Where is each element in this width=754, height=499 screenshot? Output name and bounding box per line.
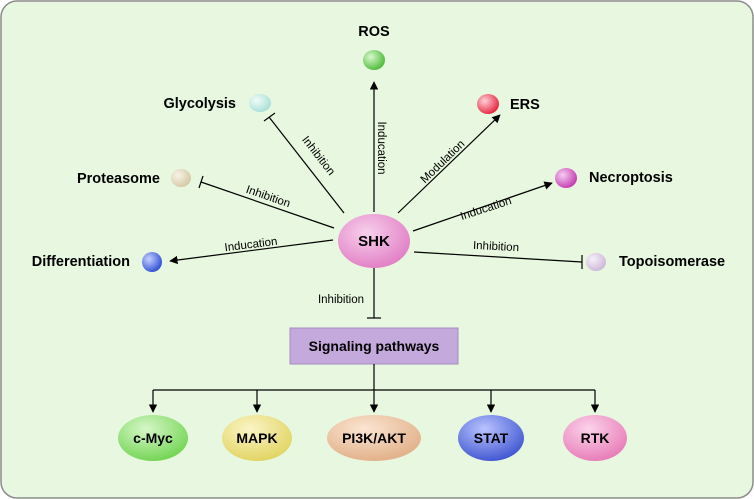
edge-differentiation [169, 239, 334, 265]
cmyc-node [118, 415, 188, 461]
glycolysis-bubble [249, 94, 271, 112]
pathway-label-mapk: MAPK [236, 430, 277, 446]
signaling-pathways-box [289, 327, 459, 365]
pi3k-akt-node [327, 415, 421, 461]
rtk-node [563, 415, 627, 461]
edge-glycolysis [268, 116, 345, 214]
effect-label-proteasome: Proteasome [77, 171, 160, 187]
pathway-tree [148, 364, 600, 413]
signaling-pathways-label: Signaling pathways [309, 338, 440, 354]
stat-node [458, 415, 524, 461]
pathway-label-pi3k-akt: PI3K/AKT [342, 430, 406, 446]
proteasome-bubble [171, 169, 191, 187]
effect-label-ros: ROS [358, 24, 390, 40]
necroptosis-bubble [555, 168, 577, 188]
edge-ers [397, 114, 501, 214]
effect-label-glycolysis: Glycolysis [163, 96, 236, 112]
effect-label-ers: ERS [510, 97, 540, 113]
pathway-label-rtk: RTK [581, 430, 610, 446]
mapk-node [222, 415, 292, 461]
relation-label-topoisomerase: Inhibition [473, 240, 520, 254]
effect-nodes: ROS Glycolysis ERS Proteasome Necroptosi… [32, 24, 725, 272]
pathway-label-stat: STAT [474, 430, 509, 446]
shk-label: SHK [358, 233, 390, 250]
effect-label-necroptosis: Necroptosis [589, 170, 673, 186]
edge-glycolysis-tbar [263, 112, 276, 122]
effect-label-topoisomerase: Topoisomerase [619, 254, 725, 270]
edge-necroptosis [412, 181, 553, 232]
effect-edges [169, 81, 583, 269]
pathway-label-cmyc: c-Myc [133, 430, 173, 446]
pathway-nodes: c-Myc MAPK PI3K/AKT STAT RTK [118, 415, 627, 461]
ers-bubble [477, 94, 499, 114]
relation-label-ros: Inducation [375, 121, 387, 174]
topoisomerase-bubble [586, 253, 606, 271]
edge-proteasome [200, 181, 335, 229]
effect-label-differentiation: Differentiation [32, 254, 130, 270]
edge-proteasome-tbar [198, 175, 204, 189]
edge-topoisomerase [413, 251, 583, 263]
ros-bubble [363, 50, 385, 70]
differentiation-bubble [142, 252, 162, 272]
shk-node [338, 214, 410, 268]
relation-label-signaling: Inhibition [318, 294, 364, 306]
